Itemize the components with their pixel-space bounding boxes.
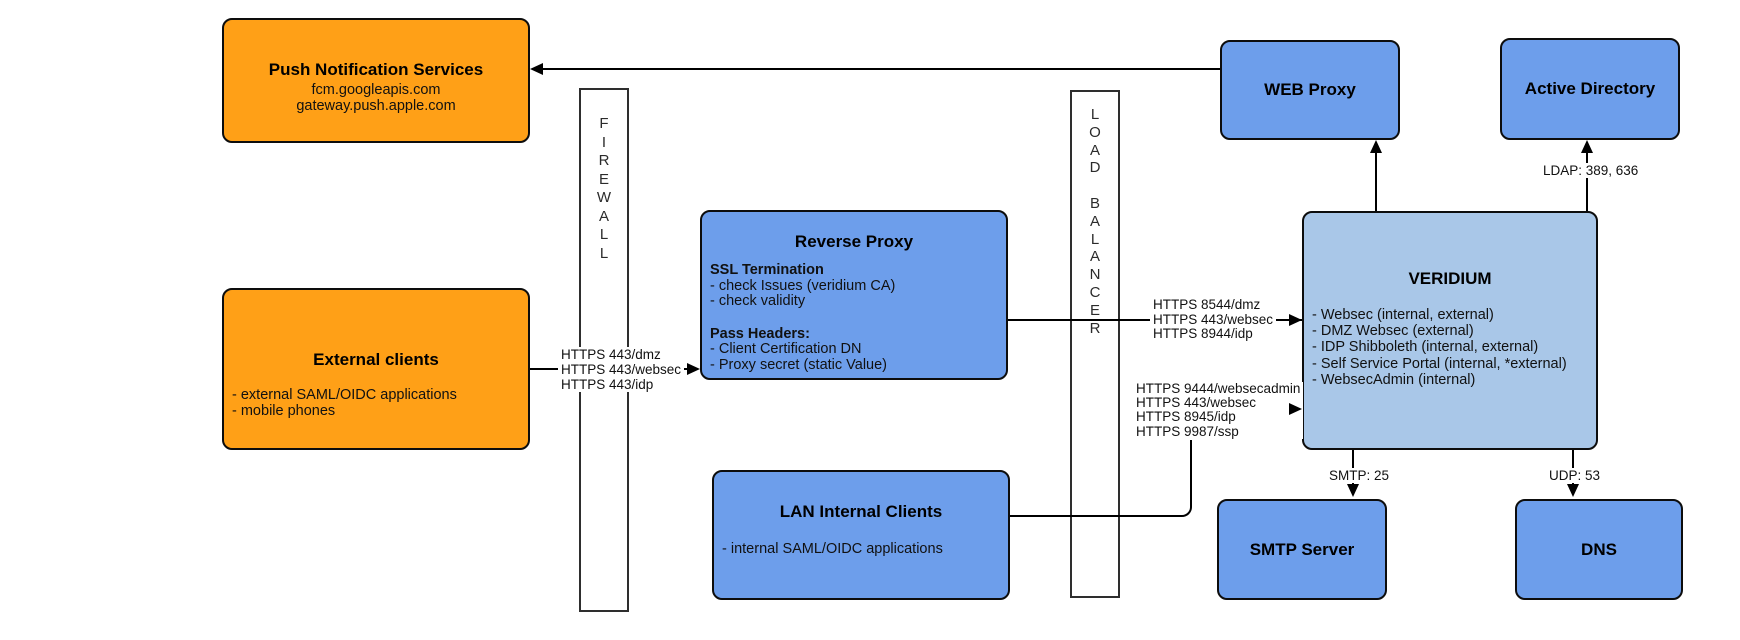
arrowhead-into-smtp-icon [1347,484,1359,497]
node-web-proxy: WEB Proxy [1220,40,1400,140]
push-hosts: fcm.googleapis.com gateway.push.apple.co… [296,82,456,114]
arrowhead-into-ad-icon [1581,140,1593,153]
veridium-services-list: - Websec (internal, external) - DMZ Webs… [1312,307,1567,388]
edge-label-external-to-reverseproxy: HTTPS 443/dmz HTTPS 443/websec HTTPS 443… [558,347,685,392]
firewall-label: F I R E W A L L [596,115,612,262]
dns-title: DNS [1581,539,1617,559]
reverse-proxy-ssl-items: - check Issues (veridium CA) - check val… [710,277,896,309]
active-directory-title: Active Directory [1524,79,1656,98]
connector-webproxy-to-push [541,68,1220,70]
load-balancer-label: L O A D B A L A N C E R [1089,106,1101,337]
node-push-notification-services: Push Notification Services fcm.googleapi… [222,18,530,143]
web-proxy-title: WEB Proxy [1264,80,1356,99]
node-dns: DNS [1515,499,1683,600]
reverse-proxy-headers-heading: Pass Headers: [710,325,810,342]
node-veridium: VERIDIUM - Websec (internal, external) -… [1302,211,1598,450]
edge-label-ldap: LDAP: 389, 636 [1540,163,1642,178]
smtp-server-title: SMTP Server [1249,539,1355,559]
node-smtp-server: SMTP Server [1217,499,1387,600]
node-active-directory: Active Directory [1500,38,1680,140]
edge-label-loadbalancer-to-veridium: HTTPS 8544/dmz HTTPS 443/websec HTTPS 89… [1150,297,1277,342]
arrowhead-into-dns-icon [1567,484,1579,497]
connector-veridium-to-webproxy [1375,151,1377,211]
reverse-proxy-ssl-heading: SSL Termination [710,262,824,278]
edge-label-smtp: SMTP: 25 [1326,468,1393,483]
edge-label-lan-to-veridium: HTTPS 9444/websecadmin HTTPS 443/websec … [1133,381,1304,439]
reverse-proxy-headers-items: - Client Certification DN - Proxy secret… [710,341,888,373]
edge-label-udp: UDP: 53 [1546,468,1604,483]
external-clients-list: - external SAML/OIDC applications - mobi… [232,387,457,419]
node-lan-internal-clients: LAN Internal Clients - internal SAML/OID… [712,470,1010,600]
connector-veridium-to-ad [1586,151,1588,211]
arrowhead-into-push-icon [530,63,543,75]
veridium-title: VERIDIUM [1408,269,1492,288]
push-title: Push Notification Services [268,60,484,79]
arrowhead-into-webproxy-icon [1370,140,1382,153]
connector-lan-bend [1010,440,1192,517]
reverse-proxy-title: Reverse Proxy [794,232,914,251]
arrowhead-into-reverseproxy-icon [687,363,700,375]
arrowhead-into-veridium-bottom-icon [1289,403,1302,415]
external-clients-title: External clients [313,350,439,369]
lan-internal-clients-list: - internal SAML/OIDC applications [722,541,943,557]
node-reverse-proxy: Reverse Proxy SSL Termination - check Is… [700,210,1008,380]
node-external-clients: External clients - external SAML/OIDC ap… [222,288,530,450]
lan-internal-clients-title: LAN Internal Clients [779,502,943,521]
arrowhead-into-veridium-top-icon [1289,314,1302,326]
load-balancer-bar: L O A D B A L A N C E R [1070,90,1120,598]
